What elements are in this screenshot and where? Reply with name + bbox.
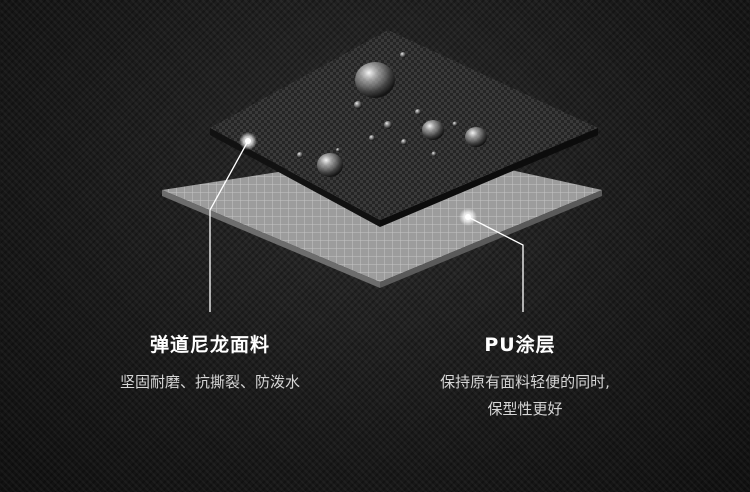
droplet-large <box>355 62 395 98</box>
droplet <box>354 101 362 109</box>
droplet <box>384 121 392 129</box>
pu-description: 保持原有面料轻便的同时, 保型性更好 <box>400 369 650 423</box>
droplet <box>431 151 437 157</box>
pu-description-line: 保型性更好 <box>487 400 563 418</box>
nylon-title: 弹道尼龙面料 <box>149 334 270 356</box>
pu-description-line: 保持原有面料轻便的同时, <box>440 373 610 391</box>
droplet <box>415 109 421 115</box>
droplet <box>336 148 340 152</box>
droplet <box>400 52 406 58</box>
droplet <box>422 120 444 140</box>
droplet <box>465 127 487 147</box>
droplet <box>401 139 407 145</box>
droplet <box>452 121 458 127</box>
droplet <box>317 153 343 177</box>
pu-title: PU涂层 <box>484 334 556 356</box>
nylon-fabric-layer <box>210 30 598 227</box>
nylon-description: 坚固耐磨、抗撕裂、防泼水 <box>119 373 300 391</box>
water-droplets <box>297 52 487 177</box>
droplet <box>297 152 303 158</box>
pu-callout <box>459 208 524 312</box>
droplet <box>369 135 375 141</box>
nylon-callout <box>209 132 257 312</box>
